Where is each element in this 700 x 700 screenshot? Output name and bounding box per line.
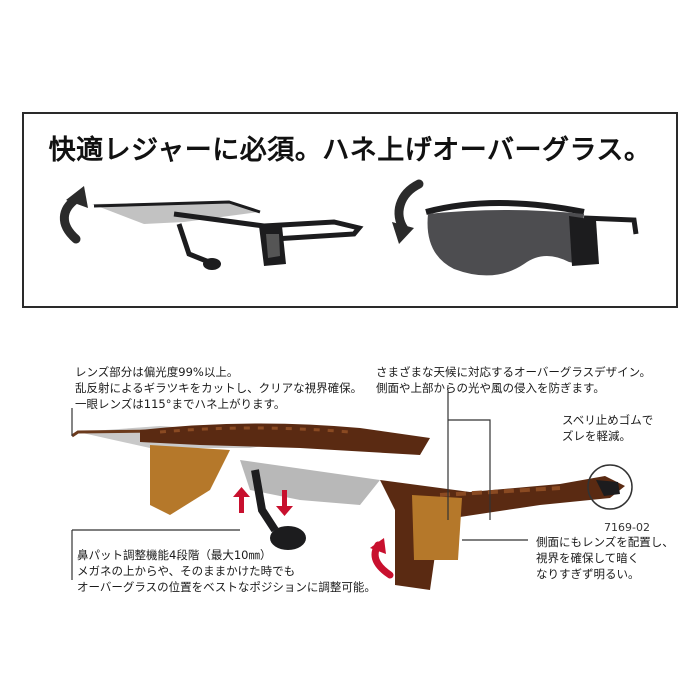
rotate-up-arrowhead-icon — [66, 186, 88, 208]
top-panel: 快適レジャーに必須。ハネ上げオーバーグラス。 — [22, 112, 678, 308]
nose-pad-note: 鼻パット調整機能4段階（最大10㎜） メガネの上からや、そのままかけた時でも オ… — [77, 548, 376, 594]
amber-lens — [150, 445, 230, 515]
side-lens-note: 側面にもレンズを配置し、 視界を確保して暗く なりすぎず明るい。 — [536, 535, 674, 581]
grip-rubber — [596, 480, 620, 496]
grip-callout-circle — [587, 464, 633, 510]
lens-note: レンズ部分は偏光度99%以上。 乱反射によるギラツキをカットし、クリアな視界確保… — [75, 365, 363, 411]
nose-pad-arm — [251, 469, 279, 533]
tortoise-brow-bar — [140, 423, 430, 455]
top-illustration — [59, 179, 639, 276]
headline: 快適レジャーに必須。ハネ上げオーバーグラス。 — [48, 135, 652, 166]
leader-lines — [71, 390, 528, 580]
lowered-glasses-right — [392, 179, 639, 276]
nose-pad — [270, 526, 306, 550]
flip-up-glasses-left — [59, 186, 364, 270]
design-note: さまざまな天候に対応するオーバーグラスデザイン。 側面や上部からの光や風の侵入を… — [376, 365, 651, 395]
rotate-down-arrowhead-icon — [392, 222, 414, 244]
grip-note: スベリ止めゴムで ズレを軽減。 — [562, 413, 654, 443]
product-code: 7169-02 — [604, 521, 650, 534]
side-lens — [412, 495, 462, 560]
adjust-up-arrow-icon — [233, 487, 250, 513]
adjust-down-arrow-icon — [276, 490, 293, 516]
